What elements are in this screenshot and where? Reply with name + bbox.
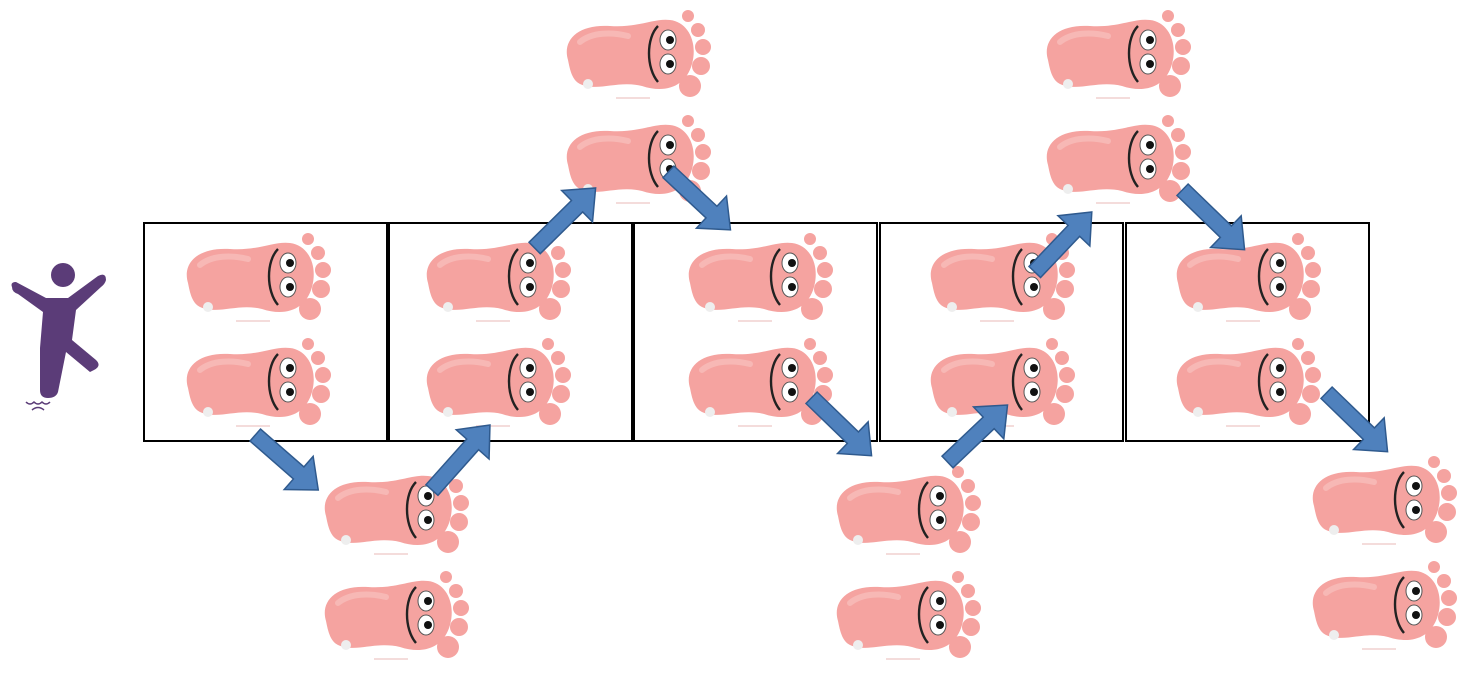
block-arrow-icon bbox=[424, 424, 491, 497]
cartoon-foot-icon bbox=[1312, 456, 1457, 545]
hopscotch-diagram bbox=[11, 2, 1457, 660]
cartoon-foot-icon bbox=[324, 571, 469, 660]
cartoon-foot-icon bbox=[1176, 338, 1321, 427]
jumping-person-icon bbox=[11, 263, 106, 411]
block-arrow-icon bbox=[941, 404, 1009, 469]
foot-pair-cell-3 bbox=[680, 225, 840, 445]
cartoon-foot-icon bbox=[688, 338, 833, 427]
cartoon-foot-icon bbox=[186, 338, 331, 427]
block-arrow-icon bbox=[1320, 386, 1389, 453]
foot-pair-below-cell-5 bbox=[1304, 448, 1462, 668]
cartoon-foot-icon bbox=[426, 338, 571, 427]
cartoon-foot-icon bbox=[688, 233, 833, 322]
block-arrow-icon bbox=[1028, 211, 1093, 279]
foot-pair-cell-1 bbox=[178, 225, 338, 445]
cartoon-foot-icon bbox=[566, 115, 711, 204]
cartoon-foot-icon bbox=[426, 233, 571, 322]
hopscotch-cell-3 bbox=[633, 222, 878, 442]
hopscotch-cell-4 bbox=[879, 222, 1124, 442]
cartoon-foot-icon bbox=[186, 233, 331, 322]
foot-pair-cell-2 bbox=[418, 225, 578, 445]
cartoon-foot-icon bbox=[566, 10, 711, 99]
foot-pair-cell-4 bbox=[922, 225, 1082, 445]
cartoon-foot-icon bbox=[1176, 233, 1321, 322]
cartoon-foot-icon bbox=[836, 571, 981, 660]
hopscotch-cell-5 bbox=[1125, 222, 1370, 442]
cartoon-foot-icon bbox=[836, 466, 981, 555]
block-arrow-icon bbox=[805, 391, 873, 457]
block-arrow-icon bbox=[661, 165, 731, 231]
cartoon-foot-icon bbox=[1312, 561, 1457, 650]
block-arrow-icon bbox=[248, 427, 319, 491]
block-arrow-icon bbox=[528, 187, 597, 255]
foot-pair-below-cell-3 bbox=[828, 458, 988, 678]
cartoon-foot-icon bbox=[1046, 10, 1191, 99]
foot-pair-cell-5 bbox=[1168, 225, 1328, 445]
hopscotch-cell-2 bbox=[388, 222, 633, 442]
cartoon-foot-icon bbox=[1046, 115, 1191, 204]
cartoon-foot-icon bbox=[930, 338, 1075, 427]
foot-pair-above-cell-4 bbox=[1038, 2, 1198, 222]
block-arrow-icon bbox=[1176, 183, 1246, 251]
foot-pair-above-cell-2 bbox=[558, 2, 718, 222]
